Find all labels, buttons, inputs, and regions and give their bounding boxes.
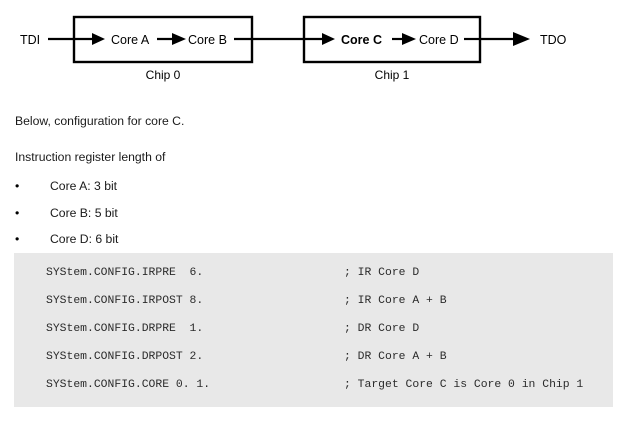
code-line: SYStem.CONFIG.DRPRE 1. ; DR Core D — [14, 317, 613, 345]
code-command: SYStem.CONFIG.DRPRE 1. — [46, 323, 204, 335]
list-item: • Core D: 6 bit — [15, 232, 118, 247]
list-item: • Core A: 3 bit — [15, 179, 117, 194]
code-command: SYStem.CONFIG.DRPOST 2. — [46, 351, 204, 363]
code-command: SYStem.CONFIG.IRPRE 6. — [46, 267, 204, 279]
list-item: • Core B: 5 bit — [15, 206, 118, 221]
ir-length-heading: Instruction register length of — [15, 150, 166, 164]
code-comment: ; DR Core D — [344, 323, 420, 335]
tdi-label: TDI — [20, 33, 40, 47]
bullet-dot-icon: • — [15, 179, 20, 193]
core-b-label: Core B — [188, 33, 227, 47]
code-line: SYStem.CONFIG.IRPRE 6. ; IR Core D — [14, 261, 613, 289]
code-line: SYStem.CONFIG.IRPOST 8. ; IR Core A + B — [14, 289, 613, 317]
core-d-label: Core D — [419, 33, 459, 47]
code-comment: ; IR Core A + B — [344, 295, 447, 307]
tdo-label: TDO — [540, 33, 567, 47]
arrow-to-tdo-icon — [513, 32, 530, 46]
arrow-core-a-to-core-b-icon — [172, 33, 186, 45]
intro-text: Below, configuration for core C. — [15, 114, 185, 128]
code-line: SYStem.CONFIG.DRPOST 2. ; DR Core A + B — [14, 345, 613, 373]
code-line: SYStem.CONFIG.CORE 0. 1. ; Target Core C… — [14, 373, 613, 401]
chip1-label: Chip 1 — [375, 68, 410, 82]
bullet-dot-icon: • — [15, 206, 20, 220]
code-comment: ; IR Core D — [344, 267, 420, 279]
list-item-label: Core A: 3 bit — [50, 179, 118, 193]
code-block: SYStem.CONFIG.IRPRE 6. ; IR Core D SYSte… — [14, 253, 613, 407]
code-comment: ; DR Core A + B — [344, 351, 447, 363]
code-comment: ; Target Core C is Core 0 in Chip 1 — [344, 379, 584, 391]
list-item-label: Core D: 6 bit — [50, 232, 119, 246]
core-c-label: Core C — [341, 33, 382, 47]
list-item-label: Core B: 5 bit — [50, 206, 118, 220]
code-command: SYStem.CONFIG.IRPOST 8. — [46, 295, 204, 307]
arrow-into-core-c-icon — [322, 33, 335, 45]
core-a-label: Core A — [111, 33, 150, 47]
code-command: SYStem.CONFIG.CORE 0. 1. — [46, 379, 211, 391]
jtag-daisy-chain-diagram: TDI Core A Core B Core C Core D — [0, 0, 627, 100]
chip0-label: Chip 0 — [146, 68, 181, 82]
arrow-into-core-a-icon — [92, 33, 105, 45]
arrow-core-c-to-core-d-icon — [402, 33, 416, 45]
bullet-dot-icon: • — [15, 232, 20, 246]
